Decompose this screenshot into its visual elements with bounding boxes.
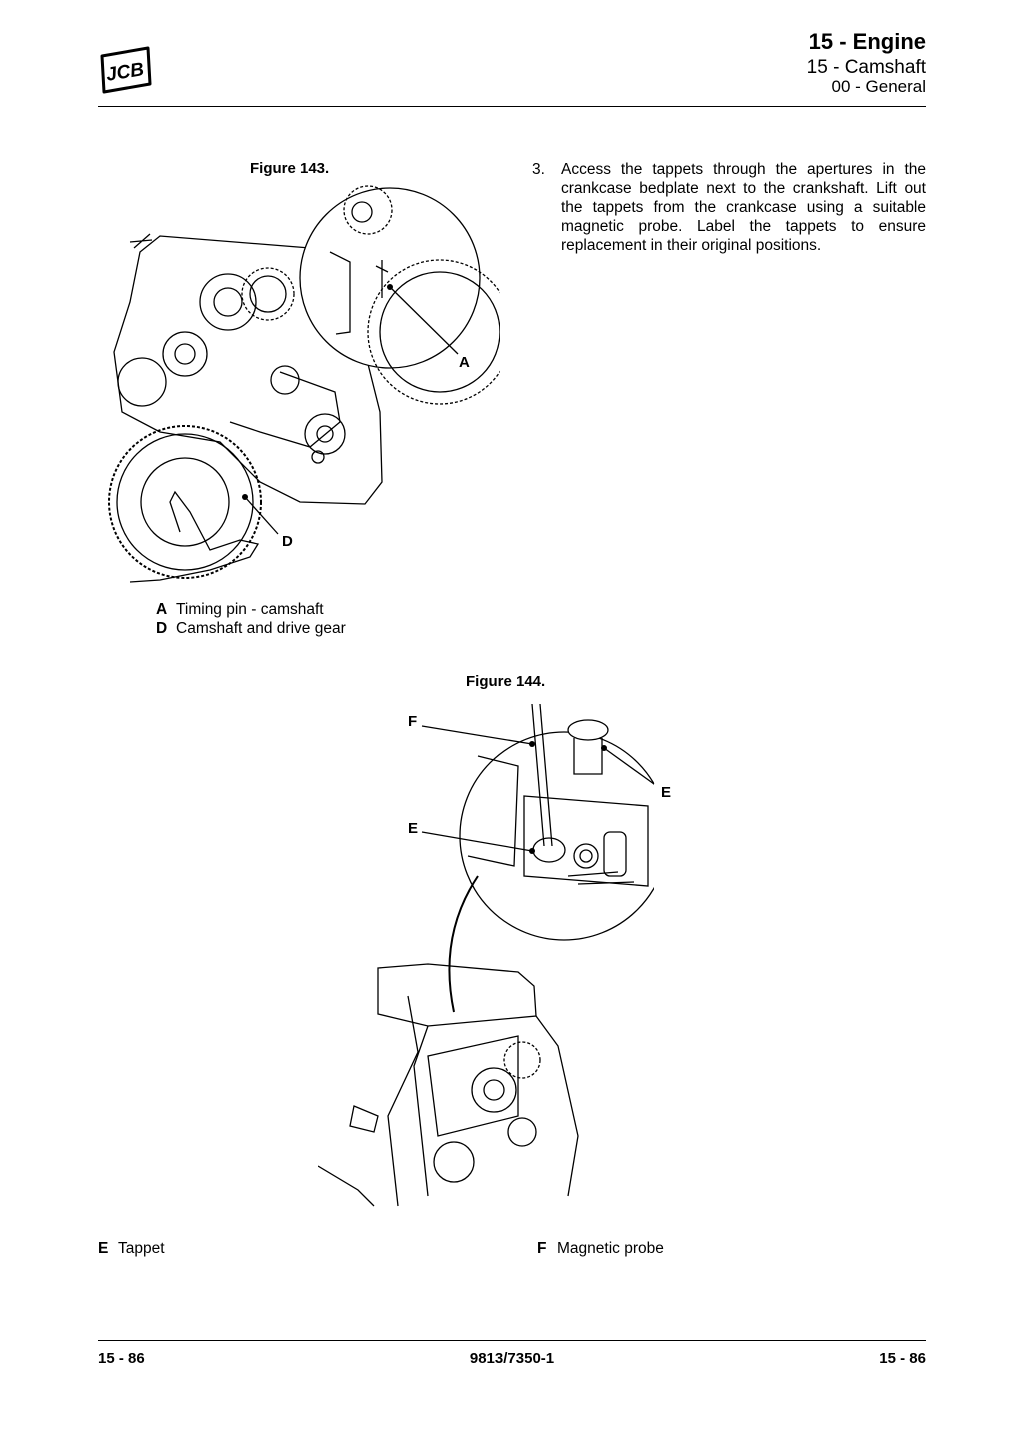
figure-144-legend-e: E Tappet bbox=[98, 1240, 165, 1258]
legend-text: Tappet bbox=[118, 1240, 165, 1257]
footer-page-left: 15 - 86 bbox=[98, 1350, 145, 1367]
callout-d-label: D bbox=[282, 533, 293, 550]
figure-143-illustration bbox=[108, 185, 500, 583]
callout-f-label: F bbox=[408, 713, 418, 730]
subsection-title: 00 - General bbox=[831, 77, 927, 96]
callout-e-left-label: E bbox=[408, 820, 419, 837]
chapter-title: 15 - Engine bbox=[808, 29, 926, 54]
figure-144-legend-f: F Magnetic probe bbox=[537, 1240, 664, 1258]
legend-key: F bbox=[537, 1240, 547, 1257]
legend-key: E bbox=[98, 1240, 109, 1257]
callout-a-label: A bbox=[459, 354, 470, 371]
jcb-logo: JCB bbox=[100, 46, 152, 94]
figure-143-title: Figure 143. bbox=[250, 160, 330, 177]
figure-143-legend-a: A Timing pin - camshaft bbox=[156, 601, 324, 619]
figure-144-title: Figure 144. bbox=[466, 673, 546, 690]
step-number: 3. bbox=[532, 161, 545, 178]
legend-key: D bbox=[156, 620, 168, 637]
header-rule bbox=[98, 106, 926, 107]
legend-key: A bbox=[156, 601, 168, 618]
figure-143-legend-d: D Camshaft and drive gear bbox=[156, 620, 346, 638]
footer-rule bbox=[98, 1340, 926, 1341]
section-title: 15 - Camshaft bbox=[806, 57, 926, 78]
legend-text: Timing pin - camshaft bbox=[176, 601, 324, 618]
footer-page-right: 15 - 86 bbox=[879, 1350, 926, 1367]
step-text: Access the tappets through the apertures… bbox=[561, 161, 926, 254]
callout-e-right-label: E bbox=[661, 784, 672, 801]
figure-144-illustration bbox=[318, 703, 655, 1207]
legend-text: Camshaft and drive gear bbox=[176, 620, 346, 637]
legend-text: Magnetic probe bbox=[557, 1240, 664, 1257]
footer-doc-number: 9813/7350-1 bbox=[469, 1350, 555, 1367]
